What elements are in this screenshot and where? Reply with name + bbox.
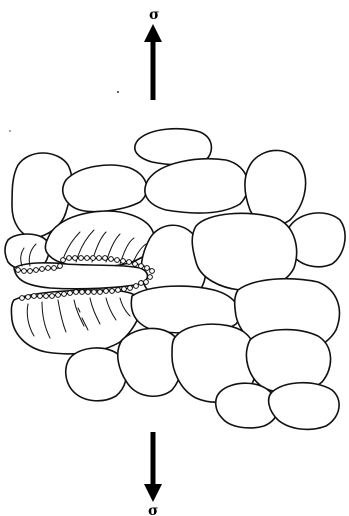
top-arrow-head	[144, 24, 162, 42]
bead	[134, 284, 139, 289]
bead	[86, 290, 91, 295]
grain	[145, 159, 248, 213]
speck	[117, 91, 119, 93]
bead	[20, 296, 25, 301]
bead	[109, 257, 114, 262]
bead	[79, 256, 84, 261]
bead	[32, 294, 37, 299]
grain	[14, 263, 148, 289]
grain	[216, 383, 278, 428]
bead	[121, 259, 126, 264]
bead	[115, 258, 120, 263]
bead	[73, 256, 78, 261]
bead	[127, 260, 132, 265]
bead	[128, 286, 133, 291]
bead	[26, 295, 31, 300]
top-sigma-label: σ	[149, 7, 159, 23]
bead	[50, 294, 55, 299]
bead	[28, 269, 33, 274]
bead	[144, 280, 149, 285]
bead	[150, 269, 155, 274]
grain	[63, 165, 147, 211]
bead	[67, 256, 72, 261]
bead	[61, 258, 66, 263]
bottom-arrow-head	[144, 484, 162, 502]
bead	[80, 290, 85, 295]
bead	[97, 256, 102, 261]
grain-aggregate	[5, 129, 345, 430]
grain	[246, 330, 330, 393]
bottom-sigma-label: σ	[148, 503, 158, 516]
bead	[22, 269, 27, 274]
bead	[145, 266, 150, 271]
bead	[44, 294, 49, 299]
bead	[40, 267, 45, 272]
bead	[38, 294, 43, 299]
bead	[92, 290, 97, 295]
bead	[58, 264, 63, 269]
bead	[16, 268, 21, 273]
bead	[98, 290, 103, 295]
bead	[62, 292, 67, 297]
bead	[46, 266, 51, 271]
bead	[139, 281, 144, 286]
bead	[116, 288, 121, 293]
bead	[139, 264, 144, 269]
bead	[68, 291, 73, 296]
bead	[85, 256, 90, 261]
bead	[74, 290, 79, 295]
bead	[133, 262, 138, 267]
bead	[110, 289, 115, 294]
bead	[52, 266, 57, 271]
bead	[148, 275, 153, 280]
top-stress-arrow: σ	[144, 7, 162, 100]
bead	[56, 293, 61, 298]
bottom-stress-arrow: σ	[144, 432, 162, 516]
grain	[269, 383, 339, 430]
bead	[122, 287, 127, 292]
bead	[103, 256, 108, 261]
bead	[34, 268, 39, 273]
bead	[104, 289, 109, 294]
speck	[9, 130, 11, 132]
bead	[91, 256, 96, 261]
